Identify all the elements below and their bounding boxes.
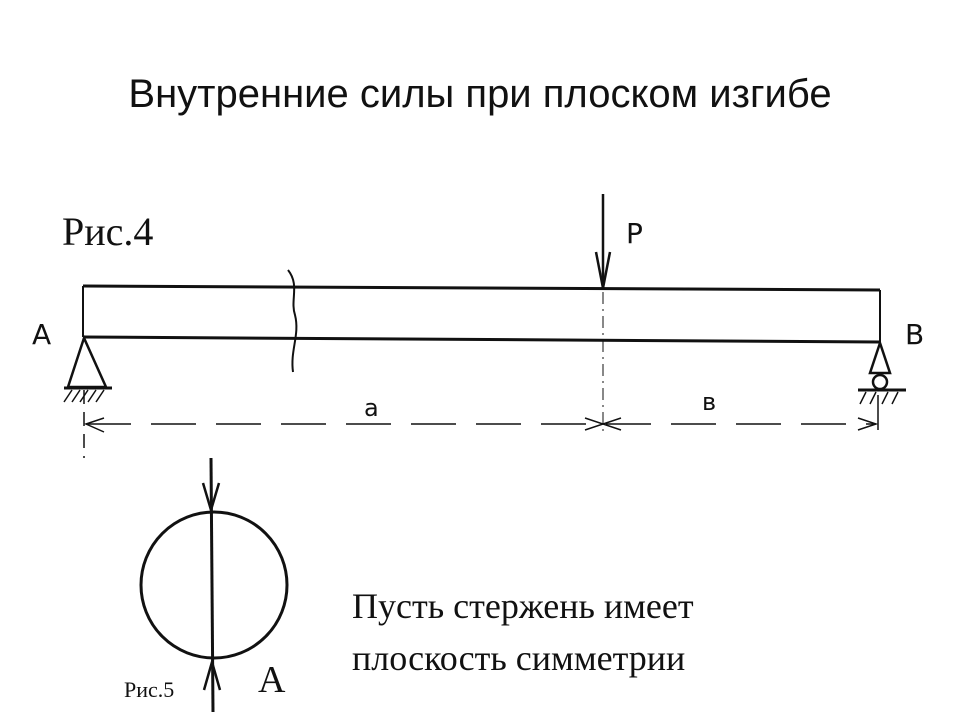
force-label: P bbox=[626, 217, 643, 250]
roller-support-icon bbox=[858, 339, 906, 405]
caption-line-1: Пусть стержень имеет bbox=[352, 586, 694, 626]
cross-section-circle bbox=[139, 457, 289, 713]
beam bbox=[82, 284, 881, 344]
support-right-label: B bbox=[905, 318, 924, 351]
support-left-label: A bbox=[32, 318, 51, 351]
force-arrow-icon bbox=[594, 194, 612, 290]
dimension-line bbox=[83, 390, 879, 458]
figure5-label: Рис.5 bbox=[124, 677, 174, 702]
caption-text: Пусть стержень имеет плоскость симметрии bbox=[352, 580, 694, 684]
caption-line-2: плоскость симметрии bbox=[352, 638, 686, 678]
dimension-a-label: a bbox=[364, 394, 379, 422]
slide-title: Внутренние силы при плоском изгибе bbox=[128, 72, 832, 116]
figure5-view-label: A bbox=[258, 659, 286, 701]
section-cut-line bbox=[287, 269, 298, 373]
dimension-b-label: в bbox=[702, 388, 716, 416]
figure4-label: Рис.4 bbox=[62, 209, 153, 254]
pinned-support-icon bbox=[63, 334, 112, 403]
